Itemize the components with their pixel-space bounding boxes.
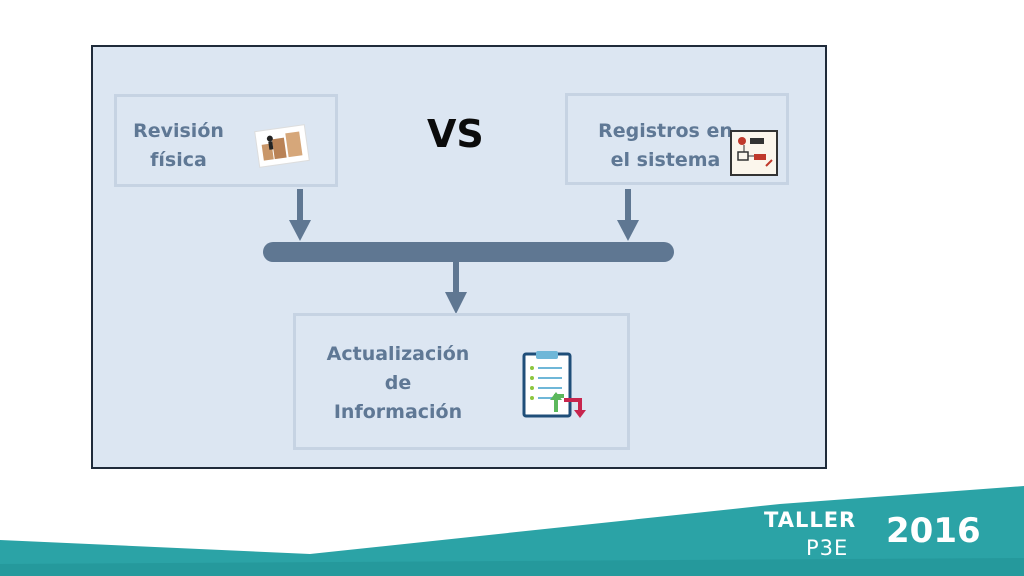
system-diagram-icon	[730, 130, 778, 176]
right-box-line1: Registros en	[598, 120, 733, 142]
bottom-box-line3: Información	[333, 401, 463, 423]
footer-year: 2016	[886, 511, 981, 551]
left-box-line2: física	[150, 149, 207, 171]
boxes-worker-icon	[254, 124, 310, 168]
bottom-box-line1: Actualización	[326, 343, 470, 365]
down-arrow-head	[445, 292, 467, 314]
footer-band	[0, 486, 1024, 576]
left-box-label: Revisión física	[131, 117, 226, 175]
left-box: Revisión física	[114, 94, 338, 187]
right-box-label: Registros en el sistema	[583, 117, 748, 175]
bottom-box: Actualización de Información	[293, 313, 630, 450]
bottom-box-label: Actualización de Información	[318, 340, 478, 427]
horizontal-bar	[263, 242, 674, 262]
right-arrow-head	[617, 220, 639, 241]
left-box-line1: Revisión	[133, 120, 224, 142]
left-arrow-head	[289, 220, 311, 241]
right-box-line2: el sistema	[610, 149, 721, 171]
footer-p3e-label: P3E	[806, 536, 849, 560]
vs-label: VS	[427, 112, 484, 156]
bottom-box-line2: de	[384, 372, 412, 394]
footer-taller-label: TALLER	[764, 508, 857, 532]
clipboard-sync-icon	[522, 351, 586, 418]
right-box: Registros en el sistema	[565, 93, 789, 185]
